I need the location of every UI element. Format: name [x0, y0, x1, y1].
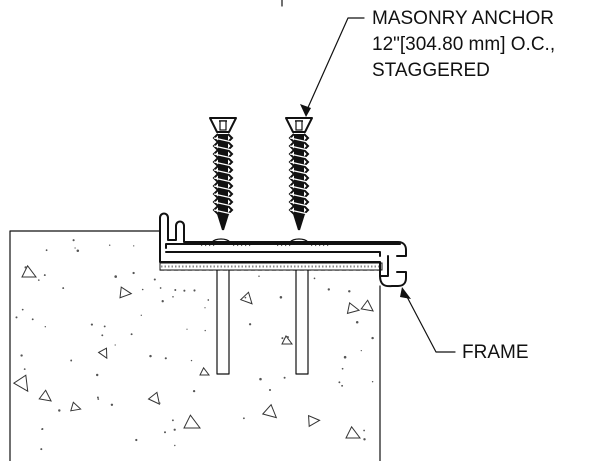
frame-callout: FRAME [462, 342, 529, 363]
anchor-callout-line-3: STAGGERED [372, 60, 490, 81]
masonry-anchor-screw-right [285, 117, 313, 231]
anchor-leader [300, 17, 365, 117]
anchor-hole-right [295, 269, 309, 375]
anchor-hole-left [216, 269, 230, 375]
shim-layer [159, 262, 383, 271]
anchor-callout-line-2: 12"[304.80 mm] O.C., [372, 34, 555, 55]
frame-profile [159, 212, 407, 288]
concrete-aggregate-hatch [12, 239, 374, 451]
anchor-callout: MASONRY ANCHOR 12"[304.80 mm] O.C., STAG… [372, 8, 560, 81]
frame-leader [400, 287, 456, 353]
anchor-callout-line-1: MASONRY ANCHOR [372, 8, 554, 29]
masonry-anchor-screw-left [209, 117, 237, 231]
